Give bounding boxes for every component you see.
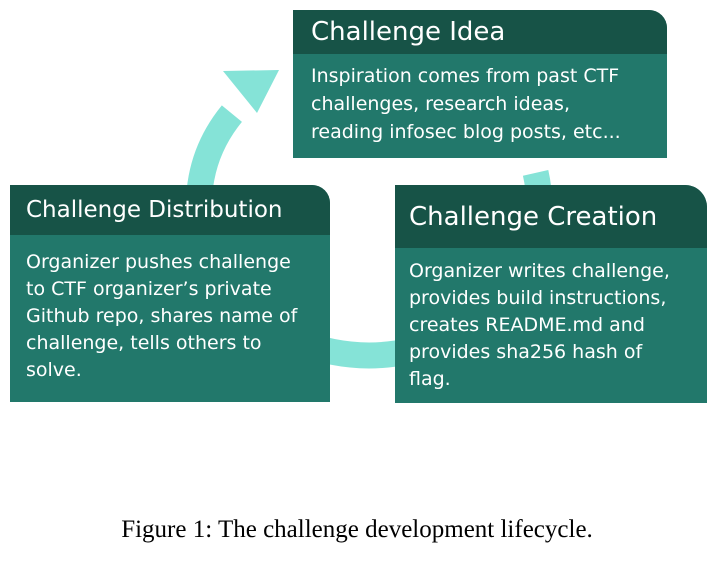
challenge-idea-title: Challenge Idea [293,10,667,54]
challenge-idea-description: Inspiration comes from past CTF challeng… [293,54,667,146]
description-line: challenges, research ideas, [311,93,570,115]
description-line: Inspiration comes from past CTF [311,65,620,87]
description-line: creates README.md and [409,314,645,336]
description-line: flag. [409,368,451,390]
challenge-distribution-title: Challenge Distribution [10,185,330,235]
description-line: Github repo, shares name of [26,305,298,327]
challenge-distribution-card: Challenge Distribution Organizer pushes … [10,185,330,402]
description-line: reading infosec blog posts, etc... [311,121,621,143]
description-line: Organizer writes challenge, [409,260,670,282]
description-line: solve. [26,359,82,381]
challenge-creation-card: Challenge Creation Organizer writes chal… [395,185,707,403]
challenge-distribution-description: Organizer pushes challenge to CTF organi… [10,235,330,384]
figure-caption: Figure 1: The challenge development life… [121,516,593,543]
description-line: to CTF organizer’s private [26,278,272,300]
challenge-creation-description: Organizer writes challenge, provides bui… [395,248,707,393]
description-line: Organizer pushes challenge [26,251,291,273]
challenge-creation-title: Challenge Creation [395,185,707,248]
description-line: provides sha256 hash of [409,341,643,363]
description-line: provides build instructions, [409,287,667,309]
cycle-arrowhead [223,70,279,113]
challenge-idea-card: Challenge Idea Inspiration comes from pa… [293,10,667,158]
description-line: challenge, tells others to [26,332,262,354]
